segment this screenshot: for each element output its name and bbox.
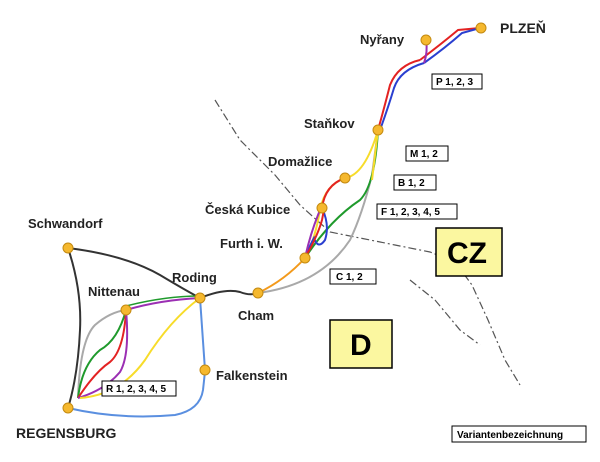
node-furth <box>299 252 311 264</box>
route-schwandorf-roding <box>67 247 201 299</box>
routes-north <box>371 27 481 181</box>
variant-box-r: R 1, 2, 3, 4, 5 <box>101 380 177 397</box>
node-falkenstein <box>199 364 211 376</box>
variant-box-m-text: M 1, 2 <box>410 149 438 160</box>
node-stankov <box>372 124 384 136</box>
route-grey-cham-stankov <box>257 129 379 294</box>
route-red-nyrany-plzen <box>419 27 481 61</box>
route-blue-stankov-nyrany <box>379 62 425 131</box>
variant-box-b: B 1, 2 <box>393 174 437 191</box>
route-nittenau-roding <box>125 297 201 311</box>
variant-box-m: M 1, 2 <box>405 145 449 162</box>
variant-box-r-text: R 1, 2, 3, 4, 5 <box>106 384 166 395</box>
variant-box-c: C 1, 2 <box>329 268 377 285</box>
node-nyrany <box>420 34 432 46</box>
node-roding <box>194 292 206 304</box>
country-box-cz: CZ <box>435 227 503 277</box>
node-ceska-kubice <box>316 202 328 214</box>
label-ceska-kubice: Česká Kubice <box>205 202 290 217</box>
label-roding: Roding <box>172 270 217 285</box>
route-red-stankov-nyrany <box>377 59 421 131</box>
label-falkenstein: Falkenstein <box>216 368 288 383</box>
variant-box-b-text: B 1, 2 <box>398 178 425 189</box>
node-regensburg <box>62 402 74 414</box>
legend-text: Variantenbezeichnung <box>457 430 563 441</box>
route-red-west <box>77 309 127 399</box>
label-cham: Cham <box>238 308 274 323</box>
route-yellow-stankov <box>371 129 379 181</box>
route-schwandorf-regensburg <box>67 247 82 409</box>
label-stankov: Staňkov <box>304 116 355 131</box>
label-furth: Furth i. W. <box>220 236 283 251</box>
variant-box-p-text: P 1, 2, 3 <box>436 77 474 88</box>
state-border-line <box>214 99 521 386</box>
country-box-d: D <box>329 319 393 369</box>
variant-box-p: P 1, 2, 3 <box>431 73 483 90</box>
route-nittenau-roding-b <box>125 295 201 307</box>
variant-box-f: F 1, 2, 3, 4, 5 <box>376 203 458 220</box>
node-cham <box>252 287 264 299</box>
route-grey-nittenau <box>77 309 127 399</box>
label-nyrany: Nyřany <box>360 32 405 47</box>
country-cz-text: CZ <box>447 237 487 270</box>
variant-box-f-text: F 1, 2, 3, 4, 5 <box>381 207 440 218</box>
label-plzen: PLZEŇ <box>500 19 546 36</box>
route-roding-cham <box>199 289 259 299</box>
node-plzen <box>475 22 487 34</box>
node-domazlice <box>339 172 351 184</box>
route-green-west <box>77 309 127 399</box>
route-falkenstein <box>67 297 207 418</box>
label-domazlice: Domažlice <box>268 154 332 169</box>
label-nittenau: Nittenau <box>88 284 140 299</box>
route-blue-furth <box>304 207 328 259</box>
node-nittenau <box>120 304 132 316</box>
border-line-lower <box>409 279 481 346</box>
label-schwandorf: Schwandorf <box>28 216 103 231</box>
variant-box-c-text: C 1, 2 <box>336 272 363 283</box>
node-schwandorf <box>62 242 74 254</box>
country-d-text: D <box>350 329 372 362</box>
nodes <box>62 22 487 414</box>
label-regensburg: REGENSBURG <box>16 425 116 441</box>
route-purple-west <box>77 309 129 399</box>
route-blue-nyrany-plzen <box>423 27 481 64</box>
legend-box: Variantenbezeichnung <box>451 425 587 443</box>
